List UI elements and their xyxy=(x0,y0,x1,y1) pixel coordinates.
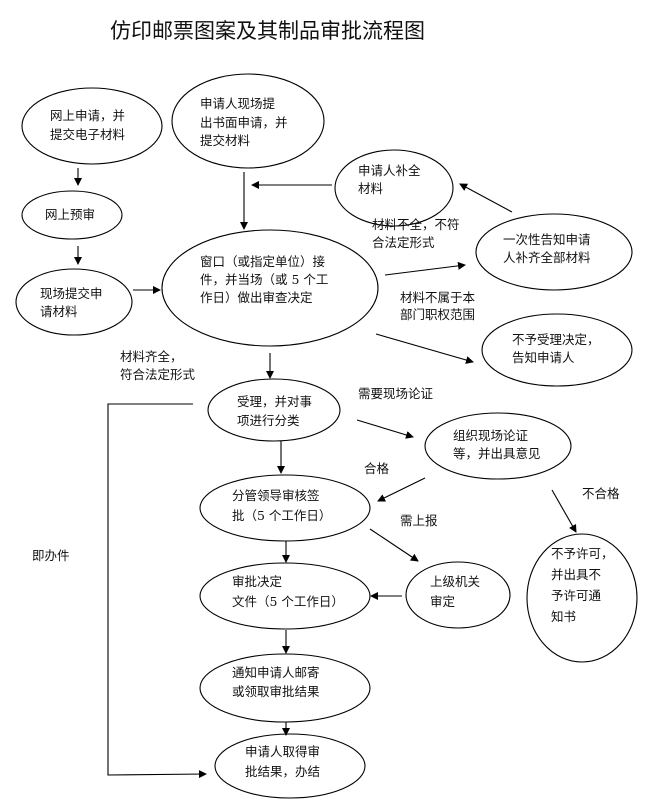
arrow-verify-to-deny xyxy=(551,489,577,533)
svg-text:一次性告知申请: 一次性告知申请 xyxy=(503,232,591,247)
svg-text:告知申请人: 告知申请人 xyxy=(512,350,575,365)
svg-text:申请人现场提: 申请人现场提 xyxy=(200,96,276,111)
label-incomplete-2: 合法定形式 xyxy=(372,235,435,250)
svg-text:申请人取得审: 申请人取得审 xyxy=(245,744,320,759)
svg-text:批结果，办结: 批结果，办结 xyxy=(245,764,320,779)
svg-text:作日）做出审查决定: 作日）做出审查决定 xyxy=(200,290,313,305)
svg-text:组织现场论证: 组织现场论证 xyxy=(453,428,529,443)
node-obtain-result: 申请人取得审 批结果，办结 xyxy=(214,733,366,799)
node-window-review: 窗口（或指定单位）接 件，并当场（或 5 个工 作日）做出审查决定 xyxy=(161,229,379,347)
node-notify-result: 通知申请人邮寄 或领取审批结果 xyxy=(199,653,371,723)
node-reject-accept: 不予受理决定， 告知申请人 xyxy=(481,313,633,387)
svg-text:并出具不: 并出具不 xyxy=(551,567,601,582)
svg-text:件，并当场（或 5 个工: 件，并当场（或 5 个工 xyxy=(200,272,328,287)
svg-text:通知申请人邮寄: 通知申请人邮寄 xyxy=(232,665,320,680)
svg-text:予许可通: 予许可通 xyxy=(551,588,602,603)
node-notify-once: 一次性告知申请 人补齐全部材料 xyxy=(475,213,633,291)
node-online-review: 网上预审 xyxy=(21,190,123,240)
svg-text:知书: 知书 xyxy=(551,609,576,624)
node-supplement: 申请人补全 材料 xyxy=(334,149,454,227)
svg-text:不予受理决定，: 不予受理决定， xyxy=(512,332,600,347)
label-immediate: 即办件 xyxy=(32,548,70,563)
svg-text:或领取审批结果: 或领取审批结果 xyxy=(232,684,320,699)
page-title: 仿印邮票图案及其制品审批流程图 xyxy=(110,19,425,43)
label-complete-2: 符合法定形式 xyxy=(120,367,196,382)
node-accept-classify: 受理，并对事 项进行分类 xyxy=(207,378,341,442)
label-complete: 材料齐全， xyxy=(120,349,183,364)
svg-text:不予许可，: 不予许可， xyxy=(551,546,614,561)
node-onsite-apply: 申请人现场提 出书面申请，并 提交材料 xyxy=(171,73,325,169)
node-leader-approve: 分管领导审核签 批（5 个工作日） xyxy=(199,474,371,542)
arrow-window-to-reject xyxy=(375,333,474,364)
svg-text:受理，并对事: 受理，并对事 xyxy=(237,394,312,409)
svg-text:网上申请，并: 网上申请，并 xyxy=(50,108,125,123)
svg-text:窗口（或指定单位）接: 窗口（或指定单位）接 xyxy=(200,254,326,269)
label-unqualified: 不合格 xyxy=(582,486,620,501)
node-decision-doc: 审批决定 文件（5 个工作日） xyxy=(199,562,371,630)
svg-text:审批决定: 审批决定 xyxy=(232,574,282,589)
svg-text:请材料: 请材料 xyxy=(40,304,78,319)
label-need-report: 需上报 xyxy=(400,513,438,528)
svg-text:出书面申请，并: 出书面申请，并 xyxy=(200,115,288,130)
svg-text:审定: 审定 xyxy=(430,594,455,609)
svg-text:人补齐全部材料: 人补齐全部材料 xyxy=(503,250,591,265)
svg-text:提交材料: 提交材料 xyxy=(200,133,251,148)
arrow-immediate-bracket xyxy=(107,403,207,779)
svg-text:等，并出具意见: 等，并出具意见 xyxy=(453,446,541,461)
label-qualified: 合格 xyxy=(364,461,390,476)
svg-text:分管领导审核签: 分管领导审核签 xyxy=(232,488,320,503)
svg-text:上级机关: 上级机关 xyxy=(430,574,480,589)
arrow-leader-to-superior xyxy=(369,528,419,562)
arrow-window-to-notify xyxy=(384,261,466,276)
label-need-verify: 需要现场论证 xyxy=(358,386,434,401)
svg-text:提交电子材料: 提交电子材料 xyxy=(50,127,126,142)
arrow-accept-to-verify xyxy=(356,419,414,439)
svg-text:材料: 材料 xyxy=(358,181,384,196)
svg-text:网上预审: 网上预审 xyxy=(45,207,95,222)
arrow-notify-to-supplement xyxy=(459,183,513,213)
svg-text:文件（5 个工作日）: 文件（5 个工作日） xyxy=(232,594,344,609)
svg-text:现场提交申: 现场提交申 xyxy=(40,286,103,301)
node-onsite-submit: 现场提交申 请材料 xyxy=(15,268,133,336)
svg-text:申请人补全: 申请人补全 xyxy=(358,163,421,178)
label-out-of-scope: 材料不属于本 xyxy=(400,290,476,305)
node-superior-review: 上级机关 审定 xyxy=(405,561,511,629)
arrow-verify-to-leader xyxy=(377,477,426,502)
svg-text:批（5 个工作日）: 批（5 个工作日） xyxy=(232,508,331,523)
node-deny-permit: 不予许可， 并出具不 予许可通 知书 xyxy=(526,533,638,663)
label-incomplete: 材料不全，不符 xyxy=(372,217,460,232)
label-out-of-scope-2: 部门职权范围 xyxy=(400,307,475,322)
node-online-apply: 网上申请，并 提交电子材料 xyxy=(21,87,163,165)
node-onsite-verify: 组织现场论证 等，并出具意见 xyxy=(424,412,572,480)
svg-text:项进行分类: 项进行分类 xyxy=(237,413,300,428)
